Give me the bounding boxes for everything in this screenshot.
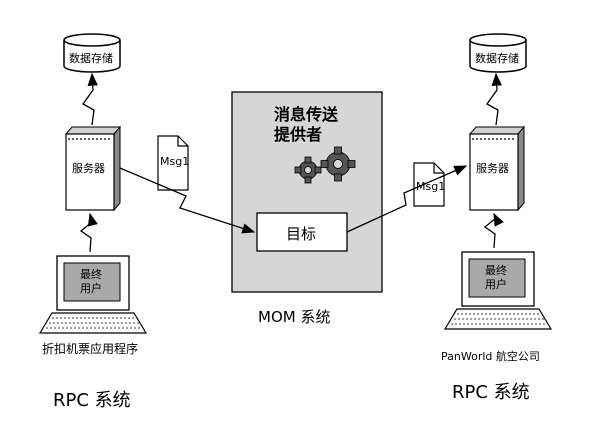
provider-label: 消息传送 提供者 — [274, 105, 339, 144]
target-label: 目标 — [286, 225, 317, 243]
left-user-link — [79, 212, 98, 253]
messaging-provider-panel — [231, 91, 383, 293]
left-system-label: RPC 系统 — [53, 390, 131, 411]
right-message-doc-icon — [413, 162, 445, 207]
right-message-label: Msg1 — [416, 180, 446, 193]
left-data-store-icon — [63, 33, 121, 73]
left-to-target-arrow — [119, 167, 256, 234]
mom-system-label: MOM 系统 — [258, 308, 331, 326]
left-message-doc-icon — [157, 135, 189, 191]
left-app-label: 折扣机票应用程序 — [42, 342, 139, 356]
right-user-label: 最终 用户 — [485, 264, 507, 291]
right-data-store-icon — [469, 33, 527, 73]
target-box — [256, 212, 348, 252]
right-server-icon — [468, 125, 526, 212]
right-system-label: RPC 系统 — [452, 382, 530, 403]
left-server-icon — [64, 125, 122, 212]
right-storage-link — [486, 72, 502, 126]
left-storage-link — [82, 72, 98, 126]
left-storage-label: 数据存储 — [69, 52, 113, 65]
left-server-label: 服务器 — [72, 162, 105, 175]
left-computer-icon — [38, 255, 148, 334]
right-server-label: 服务器 — [476, 162, 509, 175]
right-user-link — [483, 212, 504, 249]
right-storage-label: 数据存储 — [475, 52, 519, 65]
gears-icon — [294, 146, 356, 184]
left-message-label: Msg1 — [160, 155, 190, 168]
right-computer-icon — [443, 251, 553, 330]
right-app-label: PanWorld 航空公司 — [441, 350, 540, 363]
target-to-right-arrow — [346, 165, 468, 233]
left-user-label: 最终 用户 — [80, 268, 102, 295]
